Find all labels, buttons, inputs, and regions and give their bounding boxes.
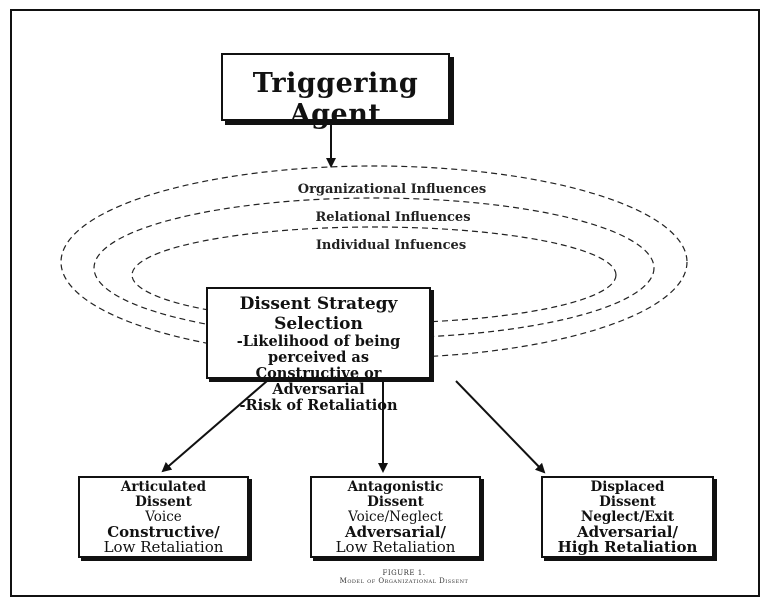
outcome-perception: Constructive/ xyxy=(107,523,220,541)
strategy-title: Dissent Strategy Selection xyxy=(239,294,398,334)
strategy-line-likelihood: -Likelihood of being perceived as xyxy=(236,333,401,366)
outcome-title: Articulated xyxy=(120,479,207,495)
displaced-dissent-box: Displaced Dissent Neglect/Exit Adversari… xyxy=(541,476,714,558)
outcome-mode: Voice/Neglect xyxy=(348,509,443,525)
outcome-retaliation: Low Retaliation xyxy=(103,538,224,556)
triggering-agent-box: Triggering Agent xyxy=(221,53,450,130)
relational-influences-label: Relational Influences xyxy=(315,210,471,225)
outcome-title: Displaced xyxy=(590,479,665,495)
organizational-influences-label: Organizational Influences xyxy=(297,182,487,197)
outcome-title-dissent: Dissent xyxy=(367,494,424,510)
arrow-to-articulated xyxy=(161,380,268,473)
articulated-dissent-box: Articulated Dissent Voice Constructive/ … xyxy=(78,476,249,558)
outcome-mode: Voice xyxy=(145,509,182,525)
strategy-line-retaliation: -Risk of Retaliation xyxy=(239,397,398,414)
triggering-agent-label: Triggering Agent xyxy=(252,68,419,130)
figure-number: FIGURE 1. xyxy=(382,569,426,577)
outcome-retaliation: Low Retaliation xyxy=(335,538,456,556)
antagonistic-dissent-box: Antagonistic Dissent Voice/Neglect Adver… xyxy=(310,476,481,558)
outcome-title-dissent: Dissent xyxy=(135,494,192,510)
strategy-line-constructive: Constructive or Adversarial xyxy=(255,365,382,398)
arrow-to-displaced xyxy=(455,380,546,474)
outcome-perception: Adversarial/ xyxy=(577,523,678,541)
outcome-perception: Adversarial/ xyxy=(345,523,446,541)
individual-influences-label: Individual Infuences xyxy=(315,238,467,253)
outcome-mode: Neglect/Exit xyxy=(580,509,675,525)
figure-caption: Model of Organizational Dissent xyxy=(339,577,469,585)
outcome-title-dissent: Dissent xyxy=(599,494,656,510)
dissent-strategy-box: Dissent Strategy Selection -Likelihood o… xyxy=(206,287,431,414)
outcome-title: Antagonistic xyxy=(347,479,444,495)
outcome-retaliation: High Retaliation xyxy=(557,538,698,556)
